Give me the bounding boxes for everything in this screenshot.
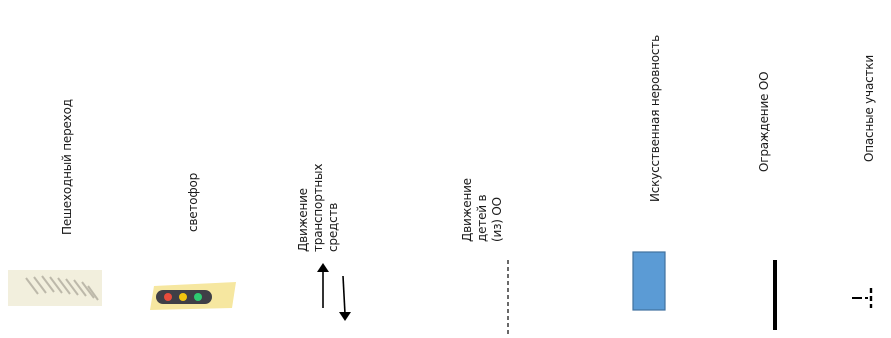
- speed-bump-tile: [631, 333, 632, 334]
- crosswalk-icon: [8, 270, 102, 306]
- legend-label-crosswalk: Пешеходный переход: [60, 99, 74, 235]
- speed-bump-fill: [630, 330, 631, 331]
- fence-line-icon: [773, 260, 777, 330]
- legend-label-speed-bump: Искусственная неровность: [648, 35, 662, 202]
- speed-bump-main: [631, 332, 665, 333]
- speed-bump-block-icon: [632, 251, 666, 311]
- legend-label-danger-zones: Опасные участки: [862, 55, 876, 162]
- traffic-light-icon: [150, 282, 236, 310]
- legend-label-traffic-light: светофор: [186, 172, 200, 232]
- speed-bump-rect-shape: [632, 251, 666, 311]
- legend-label-children-movement: Движение детей в (из) ОО: [460, 178, 504, 242]
- dashed-line-icon: [507, 260, 509, 334]
- dash-dot-line-icon: [852, 288, 873, 308]
- two-way-arrows-icon: [317, 263, 351, 321]
- legend-label-vehicle-traffic: Движение транспортных средств: [296, 163, 340, 252]
- legend-label-fence: Ограждение ОО: [757, 71, 771, 172]
